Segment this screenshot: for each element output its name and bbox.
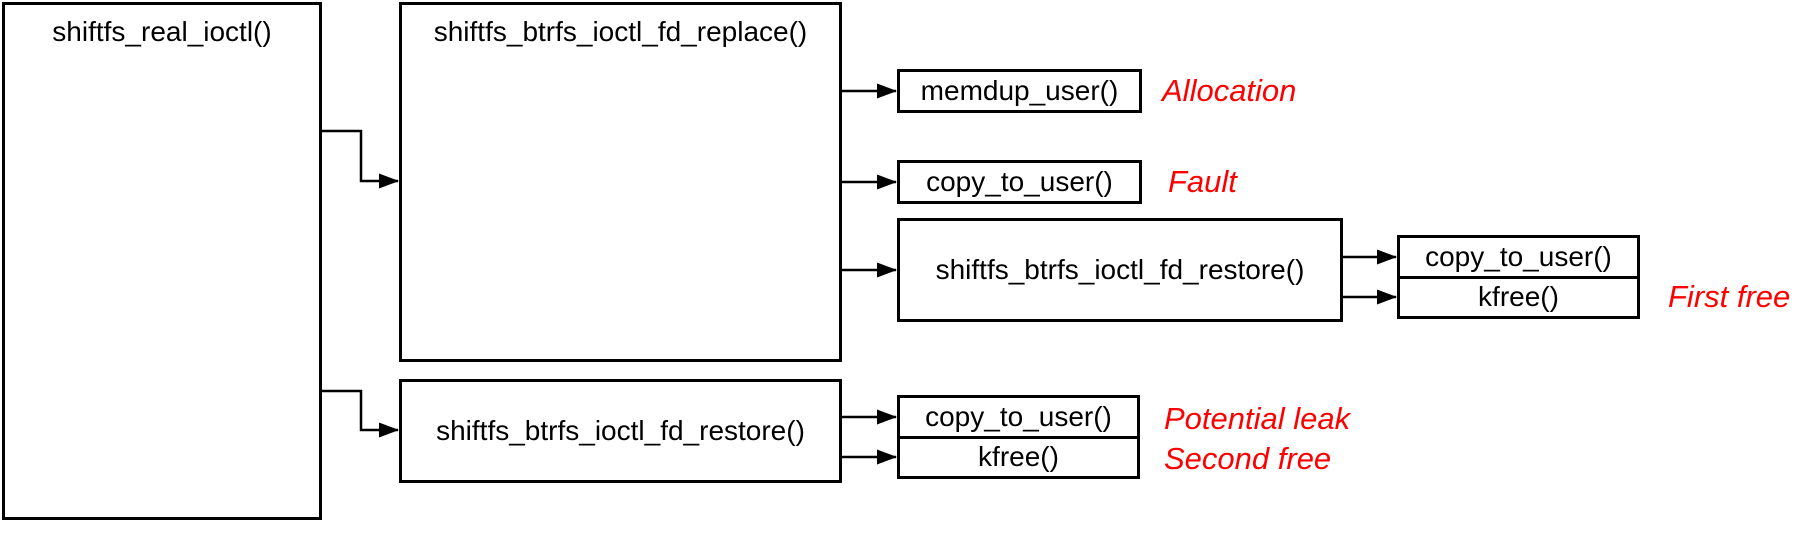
node-memdup-user: memdup_user()	[897, 69, 1142, 113]
annotation-potential-leak: Potential leak	[1164, 401, 1351, 436]
node-label: copy_to_user()	[926, 166, 1113, 197]
node-label: copy_to_user()	[925, 400, 1112, 432]
node-copy-to-user-first: copy_to_user()	[1400, 238, 1637, 276]
node-label: copy_to_user()	[1425, 240, 1612, 272]
node-shiftfs-real-ioctl: shiftfs_real_ioctl()	[2, 2, 322, 520]
node-kfree-first: kfree()	[1400, 275, 1637, 317]
node-label: kfree()	[978, 441, 1059, 473]
node-shiftfs-btrfs-ioctl-fd-replace: shiftfs_btrfs_ioctl_fd_replace()	[399, 2, 842, 362]
node-label: memdup_user()	[920, 75, 1119, 106]
annotation-second-free: Second free	[1164, 441, 1332, 476]
annotation-allocation: Allocation	[1162, 73, 1297, 108]
node-label: shiftfs_btrfs_ioctl_fd_restore()	[935, 254, 1305, 285]
node-shiftfs-btrfs-ioctl-fd-restore-outer: shiftfs_btrfs_ioctl_fd_restore()	[399, 379, 842, 483]
stack-restore2-calls: copy_to_user() kfree()	[897, 395, 1140, 479]
node-shiftfs-btrfs-ioctl-fd-restore-inner: shiftfs_btrfs_ioctl_fd_restore()	[897, 218, 1343, 322]
node-label: shiftfs_btrfs_ioctl_fd_restore()	[436, 415, 805, 446]
annotation-fault: Fault	[1168, 164, 1237, 199]
node-copy-to-user-second: copy_to_user()	[900, 398, 1137, 436]
node-label: shiftfs_btrfs_ioctl_fd_replace()	[433, 16, 808, 47]
arrow-real-to-restore2	[322, 389, 399, 438]
node-kfree-second: kfree()	[900, 435, 1137, 477]
node-label: kfree()	[1478, 281, 1559, 313]
arrow-real-to-replace	[322, 129, 399, 189]
stack-restore1-calls: copy_to_user() kfree()	[1397, 235, 1640, 319]
node-copy-to-user-fault: copy_to_user()	[897, 160, 1142, 204]
node-label: shiftfs_real_ioctl()	[52, 16, 272, 47]
annotation-first-free: First free	[1668, 279, 1791, 314]
